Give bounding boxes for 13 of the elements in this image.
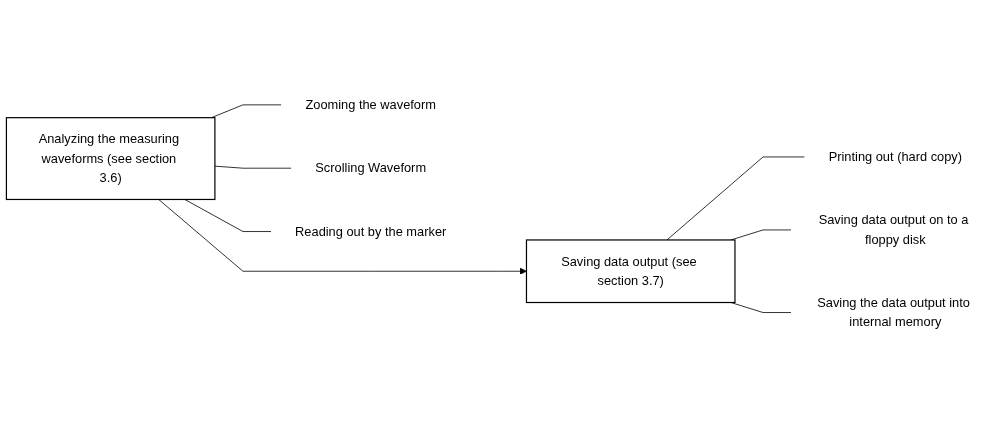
node-text: Reading out by the marker (295, 224, 447, 238)
connector (214, 165, 292, 169)
node-box: Analyzing the measuring waveforms (see section 3.6) (5, 117, 216, 201)
node-text: Saving the data output into internal memory (817, 295, 970, 329)
node-text: Printing out (hard copy) (828, 149, 963, 164)
node-box: Saving data output (see section 3.7) (525, 239, 736, 304)
node-text: Scrolling Waveform (315, 160, 427, 175)
node-text: Saving data output on to a floppy disk (818, 213, 969, 246)
connector (730, 229, 792, 241)
node-text: Zooming the waveform (305, 97, 436, 112)
connector (184, 199, 272, 232)
connector (666, 156, 805, 241)
connector (730, 302, 792, 313)
